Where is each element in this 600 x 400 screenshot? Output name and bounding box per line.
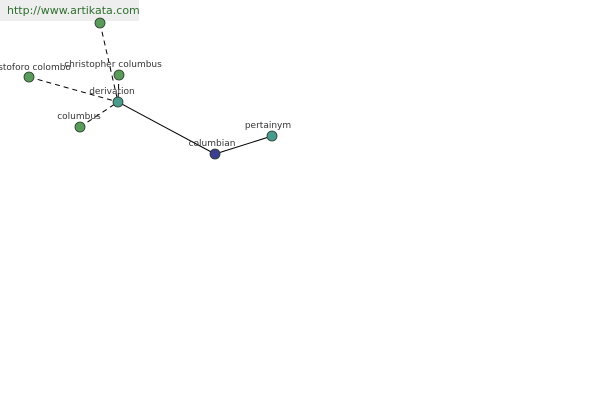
- edge-columbian-pertainym: [214, 135, 273, 155]
- node-label-pertainym: pertainym: [245, 121, 291, 131]
- watermark-banner: http://www.artikata.com: [0, 0, 140, 21]
- edge-columbus-derivation: [79, 101, 119, 128]
- edge-derivation-columbian: [117, 101, 216, 155]
- node-columbus[interactable]: [74, 121, 86, 133]
- node-label-columbian: columbian: [189, 139, 236, 149]
- node-cristoforo[interactable]: [23, 71, 35, 83]
- node-top[interactable]: [94, 17, 106, 29]
- node-label-derivation: derivation: [89, 87, 135, 97]
- node-label-christopher: christopher columbus: [64, 60, 162, 70]
- node-derivation[interactable]: [112, 96, 124, 108]
- node-label-columbus: columbus: [57, 112, 101, 122]
- edge-cristoforo-derivation: [28, 76, 119, 103]
- node-christopher[interactable]: [113, 69, 125, 81]
- node-label-cristoforo: cristoforo colombo: [0, 63, 71, 73]
- node-pertainym[interactable]: [266, 130, 278, 142]
- edge-top-derivation: [99, 22, 119, 103]
- node-columbian[interactable]: [209, 148, 221, 160]
- watermark-url: http://www.artikata.com: [7, 4, 140, 17]
